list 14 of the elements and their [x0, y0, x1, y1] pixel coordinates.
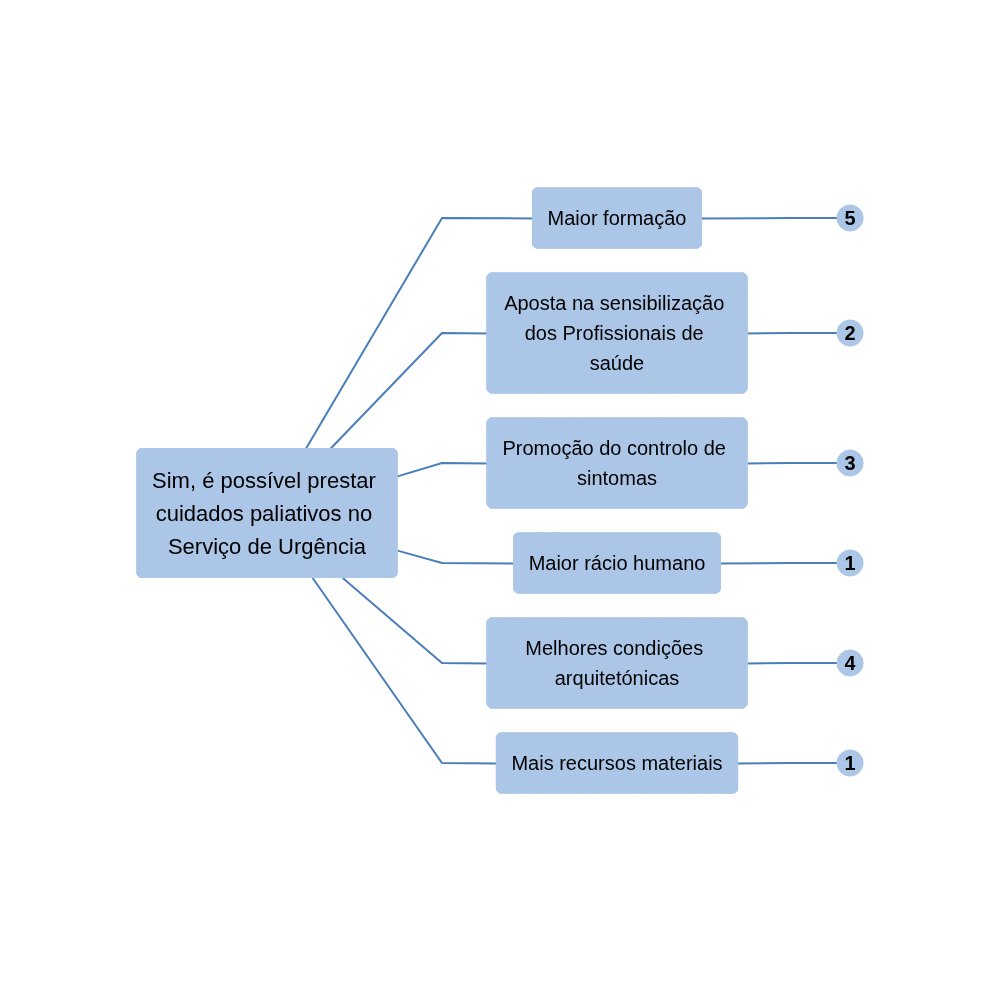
- connector: [719, 561, 838, 564]
- connector: [746, 661, 838, 664]
- node-circle: 2: [836, 318, 864, 347]
- node-circle: 3: [836, 448, 864, 477]
- connector: [311, 576, 498, 764]
- node-circle: 4: [836, 648, 864, 677]
- connector: [700, 216, 838, 219]
- node-circle: 1: [836, 748, 864, 777]
- connector: [746, 331, 838, 334]
- connector: [746, 461, 838, 464]
- node-circle: 5: [836, 203, 864, 232]
- node-circle: 1: [836, 548, 864, 577]
- connector: [304, 216, 534, 450]
- connector: [737, 761, 838, 764]
